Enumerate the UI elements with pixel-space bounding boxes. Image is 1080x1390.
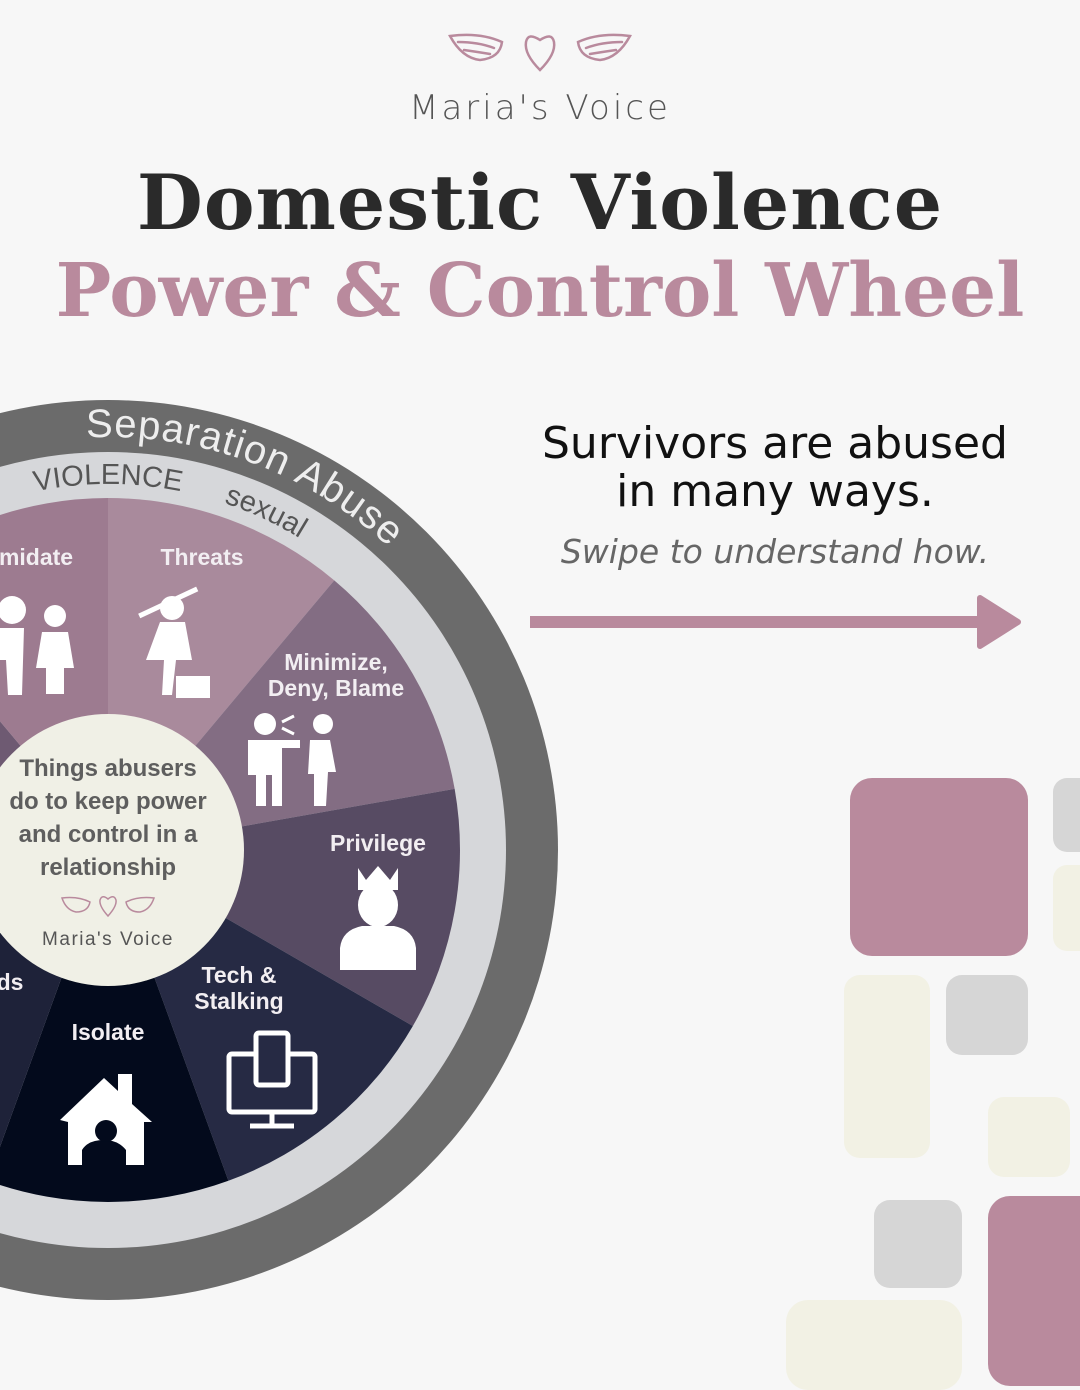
segment-label: Threats — [160, 544, 243, 570]
wing-right-icon — [576, 33, 632, 62]
segment-label: Tech & — [202, 962, 277, 988]
wheel-hub — [0, 714, 244, 986]
wing-left-icon — [448, 33, 504, 62]
segment-label: ds — [0, 969, 23, 995]
blaming-figures-icon — [248, 713, 336, 806]
tile — [946, 975, 1028, 1055]
hub-logo — [60, 896, 156, 918]
title-line-2: Power & Control Wheel — [55, 248, 1025, 334]
segment-label: Deny, Blame — [268, 675, 404, 701]
hub-text-line: do to keep power — [9, 788, 206, 815]
arrow-right-icon[interactable] — [528, 594, 1023, 650]
brand-name: Maria's Voice — [409, 88, 671, 128]
phone-computer-icon — [226, 1030, 318, 1129]
house-person-icon — [60, 1074, 152, 1165]
segment-label: Minimize, — [284, 649, 388, 675]
hub-text-line: relationship — [40, 854, 176, 881]
heart-icon — [99, 896, 117, 918]
hub-text-line: and control in a — [19, 821, 198, 848]
hub-brand: Maria's Voice — [42, 929, 174, 950]
swipe-hint: Swipe to understand how. — [560, 532, 990, 571]
segment-label: midate — [0, 544, 73, 570]
segment-label: Privilege — [330, 830, 426, 856]
title-line-1: Domestic Violence — [136, 158, 944, 247]
brand-logo — [448, 33, 632, 72]
wing-left-icon — [60, 896, 91, 913]
tile — [874, 1200, 962, 1288]
tile — [1053, 778, 1080, 852]
crowned-person-icon — [340, 866, 416, 970]
hub-text-line: Things abusers — [19, 755, 196, 782]
heart-icon — [524, 35, 556, 72]
segment-label: Stalking — [194, 988, 283, 1014]
yelling-figures-icon — [0, 596, 74, 695]
tagline-line-1: Survivors are abused — [542, 418, 1008, 469]
tile — [850, 778, 1028, 956]
wheel-segment[interactable] — [0, 850, 229, 1202]
tile — [988, 1097, 1070, 1177]
wing-right-icon — [125, 896, 156, 913]
tagline: Survivors are abused in many ways. — [500, 420, 1050, 516]
threatening-figure-icon — [138, 586, 210, 698]
tile — [844, 975, 930, 1158]
tile — [1053, 865, 1080, 951]
segment-label: Isolate — [72, 1019, 145, 1045]
tagline-line-2: in many ways. — [616, 466, 934, 517]
